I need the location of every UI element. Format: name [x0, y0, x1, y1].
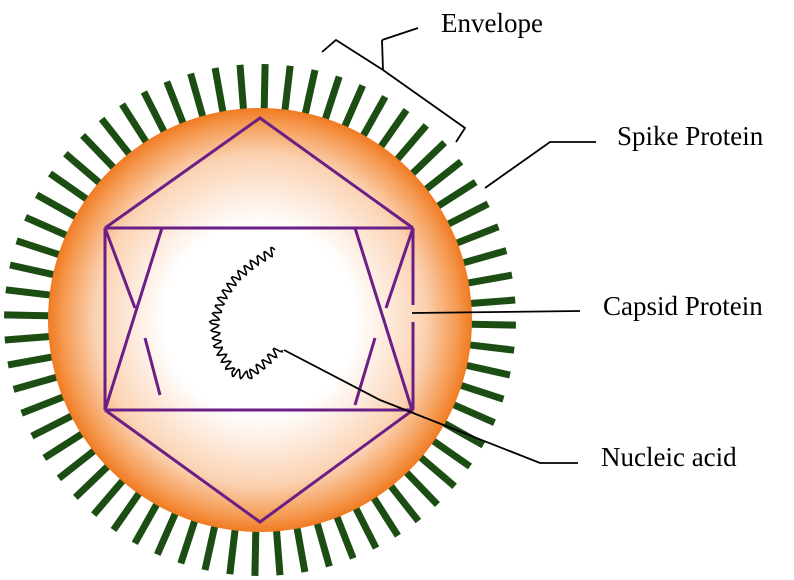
spike-protein-icon [324, 77, 340, 125]
spike-protein-icon [59, 448, 98, 479]
spike-protein-icon [264, 64, 265, 114]
spike-protein-icon [8, 356, 57, 365]
spike-protein-icon [215, 68, 224, 117]
spike-protein-icon [230, 525, 236, 575]
nucleic-acid-label: Nucleic acid [601, 442, 737, 472]
spike-protein-icon [434, 182, 476, 209]
spike-protein-icon [449, 403, 495, 423]
spike-protein-icon [37, 195, 81, 220]
capsid-protein-label: Capsid Protein [603, 291, 763, 321]
spike-protein-icon [378, 110, 407, 151]
spike-protein-icon [276, 525, 280, 575]
spike-protein-icon [304, 70, 315, 119]
spike-protein-icon [102, 119, 133, 158]
spike-protein-icon [191, 74, 205, 122]
spike-protein-icon [94, 477, 127, 515]
spike-protein-icon [429, 438, 470, 467]
spike-protein-icon [465, 300, 515, 304]
spike-protein-icon [361, 97, 386, 141]
envelope-leader-stem [382, 40, 383, 70]
spike-protein-icon [452, 227, 499, 245]
spike-protein-icon [394, 125, 427, 163]
spike-protein-icon [44, 431, 86, 458]
spike-protein-icon [296, 523, 305, 572]
spike-protein-icon [335, 512, 353, 559]
spike-protein-icon [157, 509, 177, 555]
spike-protein-icon [14, 376, 62, 390]
spike-protein-icon [135, 500, 160, 544]
spike-protein-icon [6, 290, 56, 296]
spike-protein-icon [50, 174, 91, 203]
spike-protein-icon [75, 463, 111, 498]
spike-protein-icon [17, 241, 65, 256]
spike-protein-icon [458, 251, 506, 265]
spike-protein-icon [10, 265, 59, 276]
spike-protein-icon [456, 384, 504, 400]
spike-protein-icon [4, 315, 54, 316]
spike-protein-icon [144, 92, 167, 136]
spike-protein-icon [403, 469, 438, 505]
spike-protein-label: Spike Protein [617, 121, 764, 151]
spike-protein-icon [354, 504, 377, 548]
spike-protein-icon [371, 494, 398, 536]
spike-protein-icon [5, 336, 55, 340]
spike-protein-icon [316, 518, 330, 566]
spike-protein-icon [181, 516, 197, 564]
spike-protein-icon [465, 344, 515, 350]
spike-protein-icon [463, 275, 512, 284]
spike-protein-icon [205, 521, 216, 570]
spike-protein-icon [422, 162, 461, 193]
spike-protein-icon [388, 482, 419, 521]
envelope-leader [382, 28, 418, 40]
spike-protein-icon [26, 217, 72, 237]
spike-protein-icon [343, 86, 363, 132]
spike-protein-icon [32, 414, 77, 437]
spike-protein-icon [83, 135, 118, 171]
spike-protein-icon [417, 454, 455, 487]
spike-protein-icon [114, 489, 143, 530]
spike-protein-icon [444, 204, 489, 227]
viral-envelope [48, 108, 472, 532]
spike-protein-leader [485, 142, 596, 188]
spike-protein-icon [461, 364, 510, 375]
envelope-label: Envelope [441, 8, 543, 38]
spike-protein-icon [466, 324, 516, 325]
spike-protein-icon [409, 143, 445, 178]
spike-protein-icon [255, 526, 256, 576]
spike-protein-icon [167, 82, 185, 129]
spike-protein-icon [284, 66, 290, 116]
spike-protein-icon [122, 104, 149, 146]
spike-protein-icon [22, 395, 69, 413]
spike-protein-icon [65, 154, 103, 187]
spike-protein-icon [240, 65, 244, 115]
